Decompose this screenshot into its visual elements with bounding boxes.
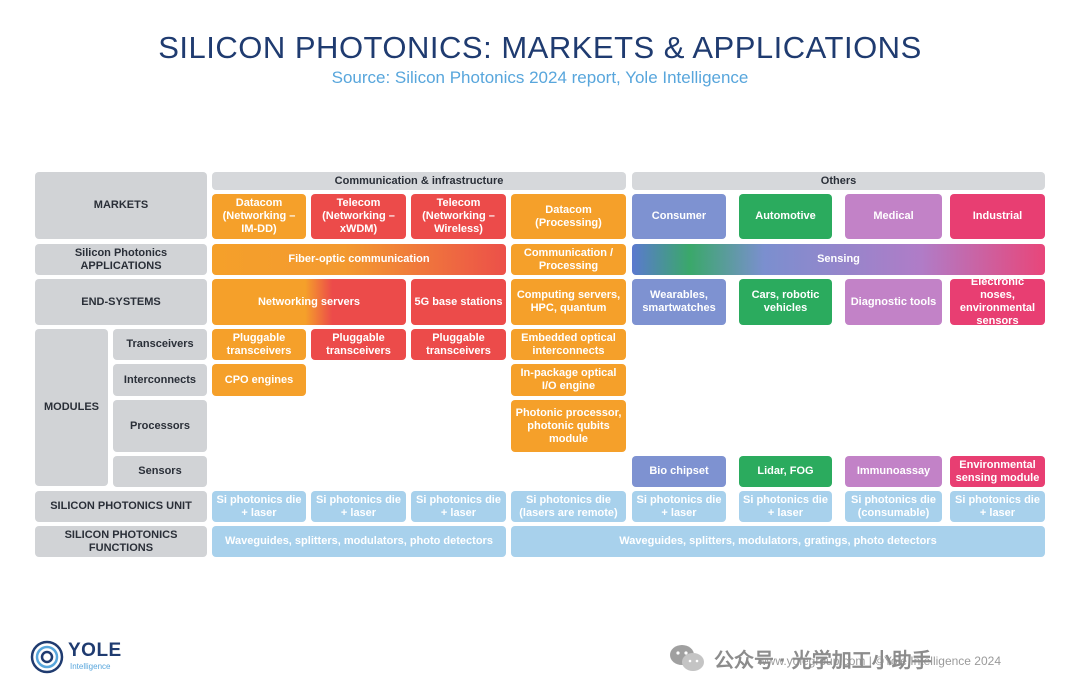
market-datacom-processing: Datacom (Processing) bbox=[511, 194, 626, 239]
unit-6: Si photonics die + laser bbox=[739, 491, 832, 522]
row-label-end-systems: END-SYSTEMS bbox=[35, 279, 207, 325]
row-label-markets: MARKETS bbox=[35, 172, 207, 239]
module-environmental-sensing: Environmental sensing module bbox=[950, 456, 1045, 487]
group-header-others: Others bbox=[632, 172, 1045, 190]
page-title: SILICON PHOTONICS: MARKETS & APPLICATION… bbox=[158, 30, 922, 65]
end-system-noses: Electronic noses, environmental sensors bbox=[950, 279, 1045, 325]
unit-1: Si photonics die + laser bbox=[212, 491, 306, 522]
unit-5: Si photonics die + laser bbox=[632, 491, 726, 522]
module-bio-chipset: Bio chipset bbox=[632, 456, 726, 487]
end-system-cars: Cars, robotic vehicles bbox=[739, 279, 832, 325]
end-system-5g: 5G base stations bbox=[411, 279, 506, 325]
module-pluggable-2: Pluggable transceivers bbox=[311, 329, 406, 360]
watermark-text: 公众号 · 光学加工小助手 bbox=[714, 649, 932, 672]
module-embedded-optical: Embedded optical interconnects bbox=[511, 329, 626, 360]
row-label-unit: SILICON PHOTONICS UNIT bbox=[35, 491, 207, 522]
module-lidar-fog: Lidar, FOG bbox=[739, 456, 832, 487]
row-label-interconnects: Interconnects bbox=[113, 364, 207, 396]
unit-3: Si photonics die + laser bbox=[411, 491, 506, 522]
end-system-wearables: Wearables, smartwatches bbox=[632, 279, 726, 325]
row-label-processors: Processors bbox=[113, 400, 207, 452]
module-in-package-io: In-package optical I/O engine bbox=[511, 364, 626, 396]
end-system-networking-servers: Networking servers bbox=[212, 279, 406, 325]
yole-logo-subtext: Intelligence bbox=[70, 662, 111, 671]
module-pluggable-3: Pluggable transceivers bbox=[411, 329, 506, 360]
application-communication-processing: Communication / Processing bbox=[511, 244, 626, 275]
module-cpo-engines: CPO engines bbox=[212, 364, 306, 396]
row-label-transceivers: Transceivers bbox=[113, 329, 207, 360]
module-photonic-processor: Photonic processor, photonic qubits modu… bbox=[511, 400, 626, 452]
unit-7: Si photonics die (consumable) bbox=[845, 491, 942, 522]
module-pluggable-1: Pluggable transceivers bbox=[212, 329, 306, 360]
end-system-diagnostic: Diagnostic tools bbox=[845, 279, 942, 325]
end-system-computing: Computing servers, HPC, quantum bbox=[511, 279, 626, 325]
unit-2: Si photonics die + laser bbox=[311, 491, 406, 522]
market-consumer: Consumer bbox=[632, 194, 726, 239]
functions-communication: Waveguides, splitters, modulators, photo… bbox=[212, 526, 506, 557]
row-label-applications: Silicon Photonics APPLICATIONS bbox=[35, 244, 207, 275]
market-datacom-imdd: Datacom (Networking – IM-DD) bbox=[212, 194, 306, 239]
market-industrial: Industrial bbox=[950, 194, 1045, 239]
row-label-functions: SILICON PHOTONICS FUNCTIONS bbox=[35, 526, 207, 557]
market-telecom-xwdm: Telecom (Networking – xWDM) bbox=[311, 194, 406, 239]
watermark: 公众号 · 光学加工小助手 bbox=[668, 642, 932, 674]
row-label-sensors: Sensors bbox=[113, 456, 207, 487]
copyright-note: www.yolegroup.com | ©Yole Intelligence 2… bbox=[758, 654, 1001, 668]
module-immunoassay: Immunoassay bbox=[845, 456, 942, 487]
yole-logo: YOLE Intelligence bbox=[30, 640, 121, 674]
row-label-modules: MODULES bbox=[35, 329, 108, 486]
unit-8: Si photonics die + laser bbox=[950, 491, 1045, 522]
yole-logo-text: YOLE bbox=[68, 640, 122, 661]
yole-logo-icon bbox=[30, 640, 64, 674]
functions-others: Waveguides, splitters, modulators, grati… bbox=[511, 526, 1045, 557]
market-telecom-wireless: Telecom (Networking – Wireless) bbox=[411, 194, 506, 239]
market-automotive: Automotive bbox=[739, 194, 832, 239]
application-fiber-optic: Fiber-optic communication bbox=[212, 244, 506, 275]
unit-4: Si photonics die (lasers are remote) bbox=[511, 491, 626, 522]
market-medical: Medical bbox=[845, 194, 942, 239]
group-header-communication: Communication & infrastructure bbox=[212, 172, 626, 190]
page-subtitle: Source: Silicon Photonics 2024 report, Y… bbox=[331, 68, 749, 87]
application-sensing: Sensing bbox=[632, 244, 1045, 275]
wechat-icon bbox=[670, 645, 704, 671]
